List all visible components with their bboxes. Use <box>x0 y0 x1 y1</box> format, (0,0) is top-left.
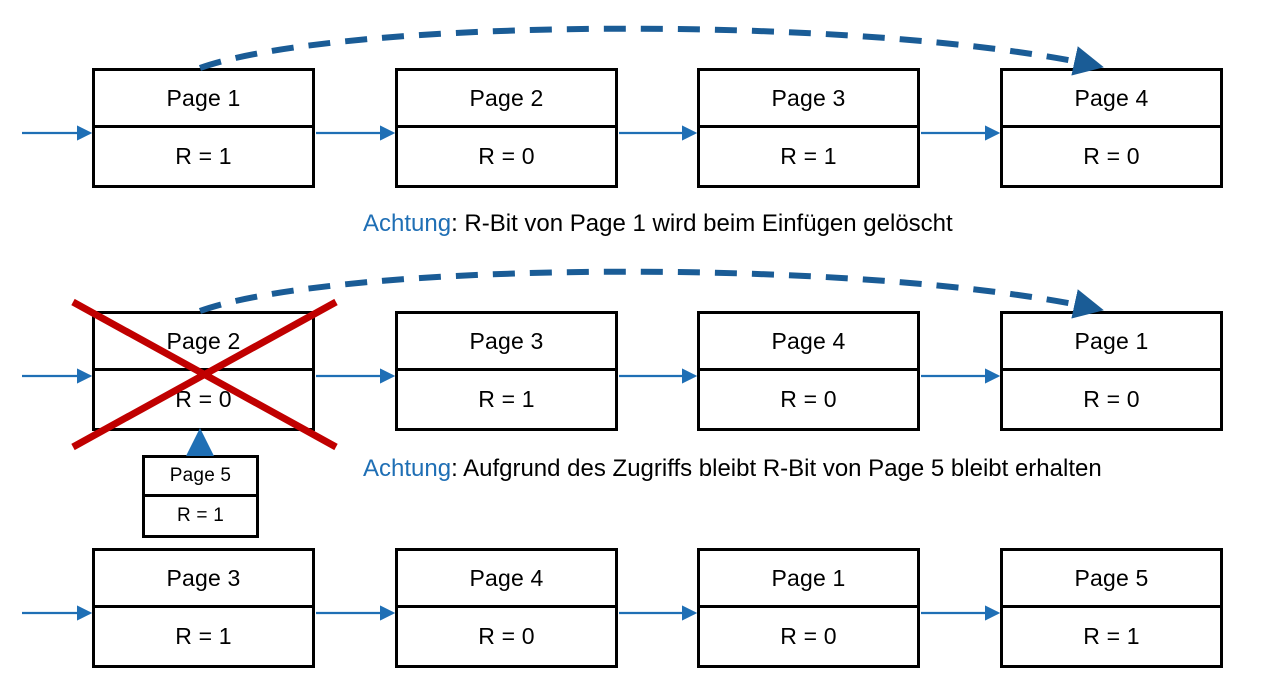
page-frame-box: Page 3 R = 1 <box>395 311 618 431</box>
reference-bit-label: R = 1 <box>780 143 837 169</box>
caption-note-2: Achtung: Aufgrund des Zugriffs bleibt R-… <box>363 457 1102 481</box>
reference-bit-label: R = 0 <box>1083 386 1140 412</box>
reference-bit-label: R = 0 <box>780 623 837 649</box>
page-frame-box: Page 1 R = 0 <box>697 548 920 668</box>
reference-bit-label: R = 1 <box>478 386 535 412</box>
page-name-label: Page 2 <box>95 314 312 371</box>
page-name-label: Page 3 <box>398 314 615 371</box>
reference-bit-label: R = 1 <box>177 505 224 527</box>
reference-bit-label: R = 0 <box>1083 143 1140 169</box>
reference-bit-label: R = 0 <box>478 623 535 649</box>
page-frame-box: Page 4 R = 0 <box>395 548 618 668</box>
page-name-label: Page 5 <box>1003 551 1220 608</box>
caption-keyword: Achtung <box>363 455 452 482</box>
page-frame-box: Page 5 R = 1 <box>1000 548 1223 668</box>
page-frame-box-removed: Page 2 R = 0 <box>92 311 315 431</box>
page-frame-box: Page 3 R = 1 <box>697 68 920 188</box>
page-frame-box: Page 4 R = 0 <box>697 311 920 431</box>
reference-bit-label: R = 1 <box>1083 623 1140 649</box>
caption-note-1: Achtung: R-Bit von Page 1 wird beim Einf… <box>363 212 953 236</box>
wraparound-dashed-arrow-row2 <box>198 268 1104 319</box>
reference-bit-label: R = 0 <box>780 386 837 412</box>
reference-bit-label: R = 1 <box>175 143 232 169</box>
reference-bit-label: R = 0 <box>175 386 232 412</box>
page-frame-box: Page 4 R = 0 <box>1000 68 1223 188</box>
caption-keyword: Achtung <box>363 210 452 237</box>
page-frame-box: Page 2 R = 0 <box>395 68 618 188</box>
caption-text: : R-Bit von Page 1 wird beim Einfügen ge… <box>451 210 953 237</box>
page-name-label: Page 4 <box>398 551 615 608</box>
page-name-label: Page 3 <box>95 551 312 608</box>
page-name-label: Page 5 <box>145 458 256 497</box>
page-frame-box: Page 1 R = 1 <box>92 68 315 188</box>
inserted-page-box: Page 5 R = 1 <box>142 455 259 538</box>
wraparound-dashed-arrow-row1 <box>198 25 1104 76</box>
reference-bit-label: R = 0 <box>478 143 535 169</box>
page-name-label: Page 1 <box>700 551 917 608</box>
page-frame-box: Page 3 R = 1 <box>92 548 315 668</box>
page-name-label: Page 1 <box>1003 314 1220 371</box>
page-name-label: Page 3 <box>700 71 917 128</box>
page-name-label: Page 2 <box>398 71 615 128</box>
page-frame-box: Page 1 R = 0 <box>1000 311 1223 431</box>
reference-bit-label: R = 1 <box>175 623 232 649</box>
page-name-label: Page 4 <box>1003 71 1220 128</box>
caption-text: : Aufgrund des Zugriffs bleibt R-Bit von… <box>451 455 1102 482</box>
page-name-label: Page 4 <box>700 314 917 371</box>
page-name-label: Page 1 <box>95 71 312 128</box>
